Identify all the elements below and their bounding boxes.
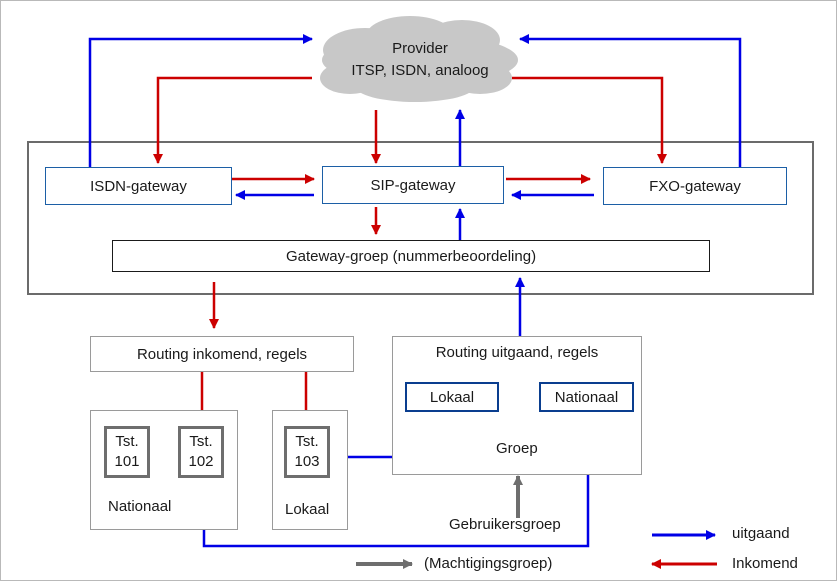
user-group-label: Gebruikersgroep — [449, 516, 561, 533]
sip-gateway-box: SIP-gateway — [322, 166, 504, 204]
provider-cloud — [320, 16, 518, 102]
route-local-box: Lokaal — [405, 382, 499, 412]
local-group-label: Lokaal — [285, 501, 330, 518]
phone-tst-102-line2: 102 — [188, 453, 214, 470]
phone-tst-102: Tst. 102 — [178, 426, 224, 478]
phone-tst-101-line2: 101 — [114, 453, 140, 470]
routing-incoming-box: Routing inkomend, regels — [90, 336, 354, 372]
provider-label: Provider ITSP, ISDN, analoog — [320, 38, 520, 82]
provider-to-fxo-arrow — [512, 76, 667, 164]
phone-tst-103-line1: Tst. — [295, 433, 319, 450]
provider-subtitle: ITSP, ISDN, analoog — [351, 62, 489, 79]
national-group-label: Nationaal — [108, 498, 172, 515]
route-national-box: Nationaal — [539, 382, 634, 412]
phone-tst-103: Tst. 103 — [284, 426, 330, 478]
fxo-gateway-box: FXO-gateway — [603, 167, 787, 205]
phone-tst-102-line1: Tst. — [189, 433, 213, 450]
phone-tst-103-line2: 103 — [294, 453, 320, 470]
routing-outgoing-title: Routing uitgaand, regels — [435, 344, 599, 361]
legend-incoming-label: Inkomend — [732, 555, 798, 572]
route-group-label: Groep — [496, 440, 538, 457]
gateway-container — [27, 141, 814, 295]
provider-to-isdn-arrow — [153, 76, 312, 164]
phone-tst-101: Tst. 101 — [104, 426, 150, 478]
authorization-group-label: (Machtigingsgroep) — [424, 555, 553, 572]
phone-tst-101-line1: Tst. — [115, 433, 139, 450]
isdn-to-provider-arrow — [88, 34, 313, 167]
gateway-group-box: Gateway-groep (nummerbeoordeling) — [112, 240, 710, 272]
isdn-gateway-box: ISDN-gateway — [45, 167, 232, 205]
provider-title: Provider — [392, 40, 448, 57]
fxo-to-provider-arrow — [519, 34, 742, 167]
legend-outgoing-label: uitgaand — [732, 525, 790, 542]
